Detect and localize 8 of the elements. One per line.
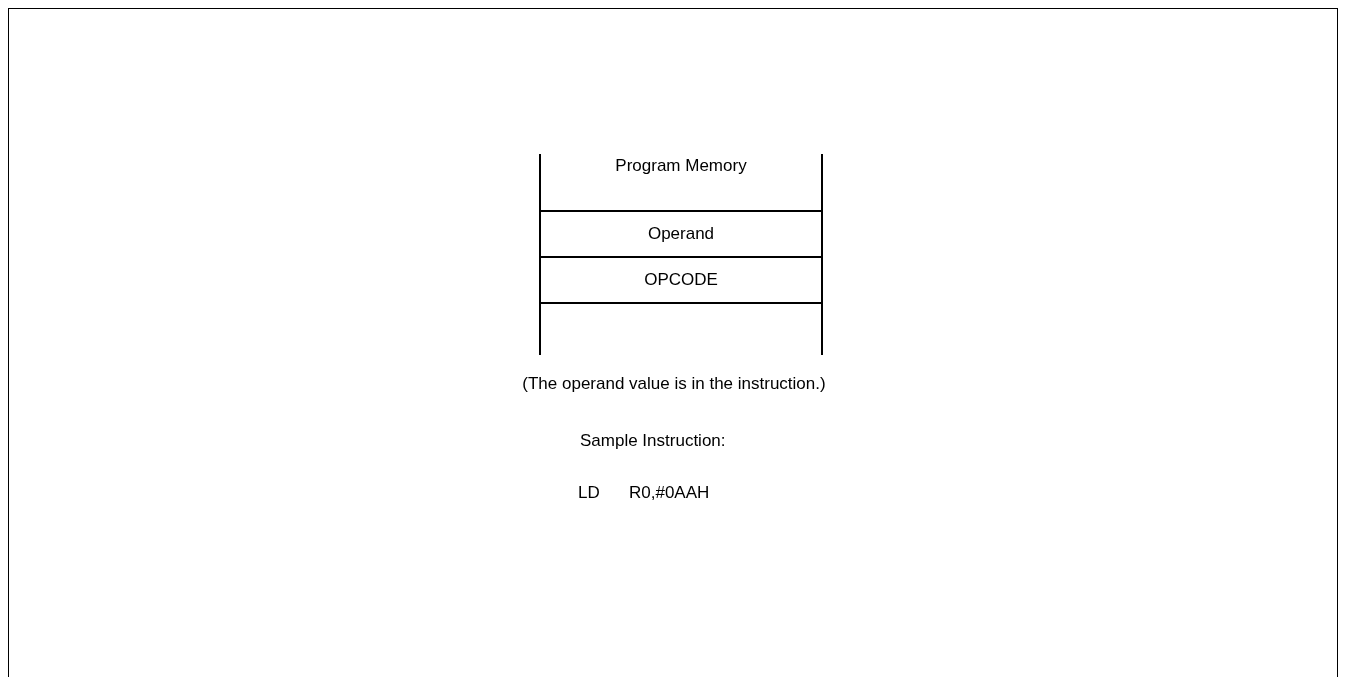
instruction-mnemonic: LD [578,483,600,503]
column-heading: Program Memory [614,156,748,176]
memory-column [539,154,823,355]
memory-cell: OPCODE [541,256,821,304]
caption-note: (The operand value is in the instruction.) [521,374,827,394]
instruction-operands: R0,#0AAH [629,483,710,503]
memory-cell: Operand [541,210,821,256]
heading-text: Sample Instruction: [580,431,726,451]
